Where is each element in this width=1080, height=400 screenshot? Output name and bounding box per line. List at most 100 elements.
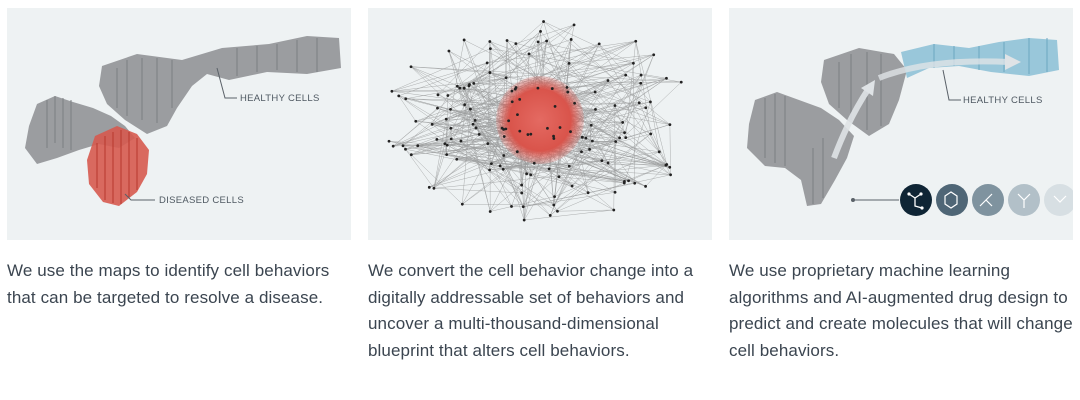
network-node <box>668 165 672 169</box>
network-edge <box>530 160 602 176</box>
network-node <box>644 184 647 188</box>
diseased-cells-label: DISEASED CELLS <box>159 195 244 206</box>
network-node <box>552 137 556 140</box>
network-node <box>634 39 638 43</box>
network-node <box>514 42 518 45</box>
network-node <box>449 126 453 130</box>
network-edge <box>405 148 504 170</box>
network-edge <box>523 183 635 207</box>
network-edge <box>433 164 666 189</box>
network-edge <box>524 209 614 221</box>
network-edge <box>446 118 614 211</box>
network-edge <box>460 140 551 216</box>
network-node <box>550 87 554 90</box>
network-node <box>566 90 570 94</box>
network-edge <box>393 120 509 147</box>
network-node <box>525 172 529 176</box>
network-node <box>584 136 588 140</box>
network-node <box>516 113 519 117</box>
network-edge <box>489 41 651 103</box>
network-edge <box>574 103 625 133</box>
network-node <box>529 173 533 177</box>
network-edge <box>574 103 626 138</box>
network-edge <box>391 63 634 92</box>
network-edge <box>645 165 667 187</box>
network-node <box>639 81 643 85</box>
network-node <box>467 84 471 88</box>
network-node <box>644 106 648 110</box>
molecule-icon-2 <box>936 184 968 216</box>
network-edge <box>415 121 506 130</box>
network-edge <box>437 41 490 95</box>
network-edge <box>490 48 667 79</box>
network-node <box>414 119 418 123</box>
network-node <box>569 38 573 41</box>
network-edge <box>473 81 682 84</box>
network-edge <box>405 149 463 205</box>
network-node <box>471 122 475 126</box>
network-edge <box>557 164 667 212</box>
network-edge <box>633 63 635 184</box>
network-node <box>521 205 525 209</box>
caption-design: We use proprietary machine learning algo… <box>729 261 1073 360</box>
network-edge <box>487 143 490 171</box>
network-edge <box>554 151 660 197</box>
network-node <box>526 133 530 136</box>
caption-identify: We use the maps to identify cell behavio… <box>7 261 330 307</box>
network-node <box>679 80 683 84</box>
network-edge <box>553 74 642 206</box>
network-edge <box>523 192 616 207</box>
network-node <box>501 167 505 171</box>
network-edge <box>462 129 504 205</box>
network-edge <box>415 108 471 122</box>
network-edge <box>462 203 554 206</box>
network-node <box>443 142 447 146</box>
network-node <box>573 101 577 105</box>
molecule-icon-4 <box>1008 184 1040 216</box>
network-node <box>668 123 672 126</box>
network-node <box>546 126 549 130</box>
network-edge <box>432 124 451 129</box>
network-node <box>621 121 625 124</box>
network-node <box>552 203 556 207</box>
network-edge <box>624 164 667 182</box>
network-node <box>436 93 440 97</box>
network-node <box>586 191 590 195</box>
network-node <box>652 53 656 57</box>
network-panel <box>368 8 712 240</box>
network-node <box>623 179 626 183</box>
network-node <box>536 40 540 44</box>
network-node <box>618 136 622 140</box>
network-node <box>488 71 492 74</box>
network-node <box>445 143 449 147</box>
network-node <box>447 49 451 53</box>
network-edge <box>393 108 438 147</box>
network-node <box>520 183 524 187</box>
network-node <box>606 79 610 82</box>
network-edge <box>402 124 433 146</box>
network-edge <box>457 62 488 87</box>
network-node <box>514 86 518 89</box>
network-node <box>473 118 477 122</box>
network-node <box>498 164 502 168</box>
network-node <box>569 130 572 134</box>
network-node <box>649 132 653 136</box>
network-edge <box>459 87 512 207</box>
network-node <box>510 100 514 104</box>
network-edge <box>405 98 513 102</box>
network-node <box>469 107 472 111</box>
network-node <box>565 85 569 89</box>
network-edge <box>625 41 636 138</box>
network-node <box>485 61 489 65</box>
network-node <box>518 129 522 133</box>
molecule-icon-3 <box>972 184 1004 216</box>
network-node <box>460 202 464 206</box>
network-node <box>488 47 492 51</box>
network-edge <box>473 21 544 84</box>
network-node <box>458 86 462 90</box>
network-node <box>557 175 561 179</box>
network-edge <box>503 160 602 170</box>
network-edge <box>398 95 504 170</box>
network-node <box>387 139 391 143</box>
network-node <box>580 135 584 139</box>
